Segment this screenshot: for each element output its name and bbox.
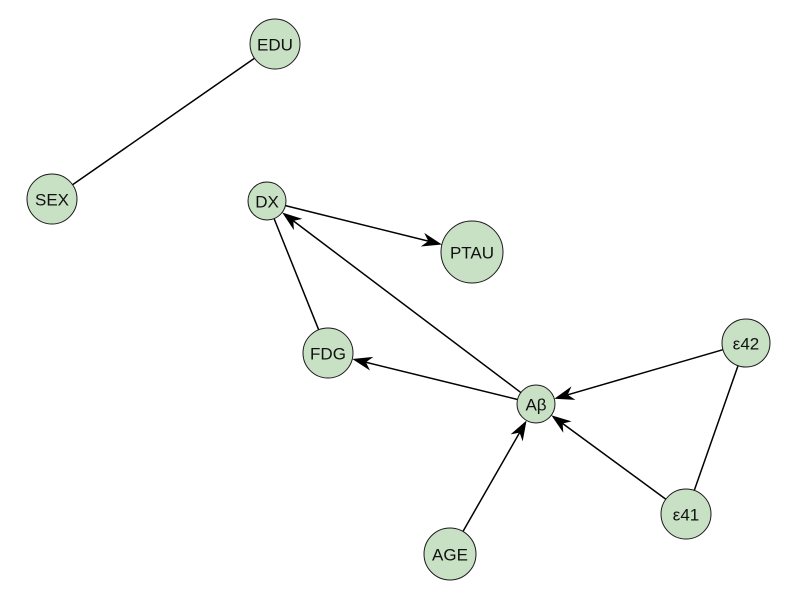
node-label: ε42 (733, 335, 760, 354)
node-circle (249, 18, 301, 70)
node-circle (516, 384, 556, 424)
edge-line (567, 348, 724, 396)
edge-line (285, 204, 429, 242)
node-ptau: PTAU (440, 220, 504, 284)
edge-ab-fdg (352, 356, 518, 401)
node-circle (26, 173, 78, 225)
edge-ab-dx (282, 212, 522, 394)
node-ab: Aβ (516, 384, 556, 424)
arrowhead-icon (554, 386, 576, 400)
edge-line (273, 218, 320, 331)
edge-e42-e41 (693, 365, 739, 491)
node-edu: EDU (249, 18, 301, 70)
edge-line (462, 432, 521, 532)
node-circle (721, 318, 771, 368)
edge-e42-ab (554, 348, 724, 400)
arrowhead-icon (420, 232, 442, 247)
arrowhead-icon (551, 415, 572, 433)
arrowhead-icon (282, 212, 303, 231)
node-e41: ε41 (660, 488, 712, 540)
node-circle (423, 527, 477, 581)
edge-e41-ab (551, 415, 667, 500)
edge-dx-fdg (273, 218, 320, 331)
node-label: PTAU (450, 244, 494, 263)
edges-layer (72, 57, 739, 532)
edge-age-ab (462, 420, 527, 532)
node-circle (247, 181, 287, 221)
node-circle (302, 327, 354, 379)
node-fdg: FDG (302, 327, 354, 379)
edge-line (562, 422, 667, 500)
node-label: FDG (310, 345, 346, 364)
node-sex: SEX (26, 173, 78, 225)
edge-dx-ptau (285, 204, 442, 247)
node-label: SEX (35, 191, 69, 210)
node-label: Aβ (525, 396, 546, 415)
node-label: AGE (432, 546, 468, 565)
arrowhead-icon (510, 420, 527, 442)
node-circle (660, 488, 712, 540)
node-label: DX (255, 193, 279, 212)
node-e42: ε42 (721, 318, 771, 368)
node-age: AGE (423, 527, 477, 581)
edge-edu-sex (72, 57, 255, 186)
node-dx: DX (247, 181, 287, 221)
edge-line (693, 365, 739, 491)
edge-line (365, 361, 518, 401)
node-circle (440, 220, 504, 284)
edge-line (292, 220, 522, 394)
node-label: EDU (257, 36, 293, 55)
arrowhead-icon (352, 356, 374, 371)
node-label: ε41 (673, 506, 700, 525)
edge-line (72, 57, 255, 186)
